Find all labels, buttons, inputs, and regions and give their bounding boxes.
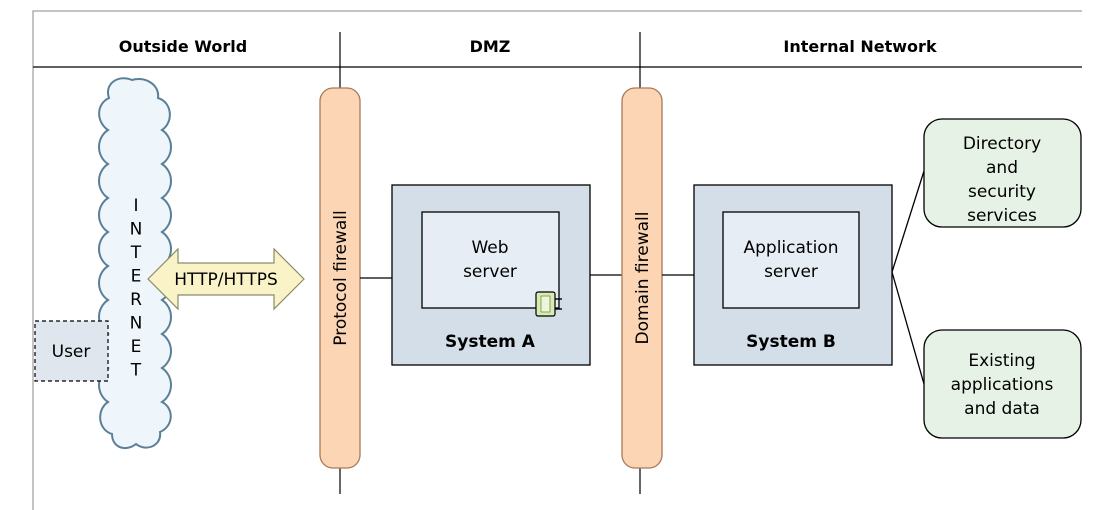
existing-apps-line-2: and data bbox=[964, 399, 1040, 419]
directory-services-line-3: services bbox=[967, 206, 1037, 226]
web-server-label-line2: server bbox=[463, 262, 517, 282]
cloud-shape bbox=[98, 77, 172, 450]
zone-heading-dmz: DMZ bbox=[470, 37, 511, 56]
internet-letter-7: T bbox=[130, 361, 142, 381]
directory-services-line-0: Directory bbox=[963, 134, 1041, 154]
application-server-label-line2: server bbox=[764, 262, 818, 282]
internet-letter-1: N bbox=[130, 220, 143, 240]
internet-letter-3: E bbox=[131, 267, 142, 287]
plugin-icon bbox=[535, 291, 562, 317]
directory-services-label: Directory and security services bbox=[963, 134, 1041, 226]
protocol-firewall-label: Protocol firewall bbox=[331, 210, 351, 345]
system-b-title: System B bbox=[746, 332, 836, 352]
directory-services-line-1: and bbox=[986, 158, 1018, 178]
internet-letter-4: R bbox=[130, 290, 142, 310]
system-a-title: System A bbox=[445, 332, 536, 352]
internet-letter-2: T bbox=[130, 243, 142, 263]
user-box[interactable] bbox=[34, 320, 109, 382]
internet-letter-5: N bbox=[130, 314, 143, 334]
directory-services-line-2: security bbox=[968, 182, 1036, 202]
directory-services-box[interactable] bbox=[923, 118, 1082, 228]
existing-apps-box[interactable] bbox=[923, 329, 1082, 439]
zone-heading-outside: Outside World bbox=[119, 37, 247, 56]
existing-apps-label: Existing applications and data bbox=[951, 351, 1054, 419]
internet-letter-0: I bbox=[133, 196, 138, 216]
application-server-box[interactable] bbox=[722, 211, 860, 309]
domain-firewall-label: Domain firewall bbox=[633, 212, 653, 345]
existing-apps-line-1: applications bbox=[951, 375, 1054, 395]
domain-firewall[interactable] bbox=[621, 87, 663, 469]
user-label: User bbox=[52, 342, 91, 362]
http-arrow bbox=[147, 247, 305, 311]
web-server-label-line1: Web bbox=[471, 238, 508, 258]
diagram-frame bbox=[32, 10, 1082, 510]
application-server-label-line1: Application bbox=[744, 238, 839, 258]
link-systemb-directory bbox=[891, 170, 925, 273]
link-systemb-existing bbox=[891, 271, 925, 385]
internet-letter-6: E bbox=[131, 337, 142, 357]
http-arrow-label: HTTP/HTTPS bbox=[174, 270, 278, 290]
zone-heading-internal: Internal Network bbox=[783, 37, 937, 56]
existing-apps-line-0: Existing bbox=[968, 351, 1035, 371]
